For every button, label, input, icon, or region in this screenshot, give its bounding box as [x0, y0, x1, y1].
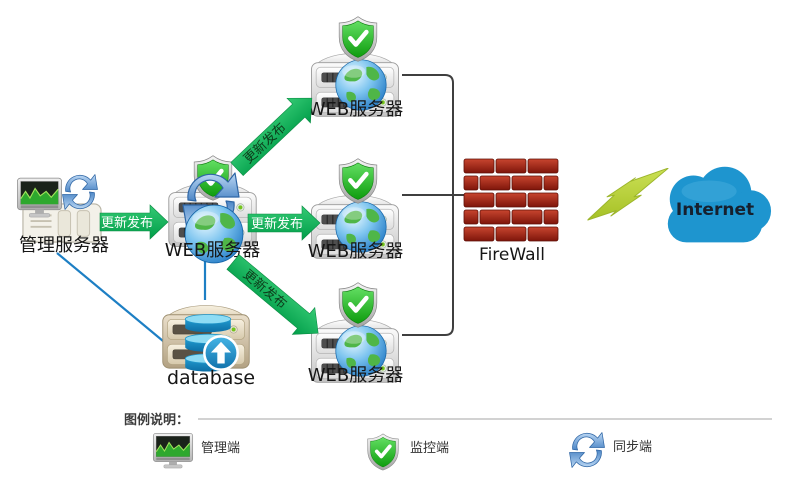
legend-monitor-icon — [152, 431, 194, 471]
database-label: database — [166, 367, 256, 389]
web-server-top-node: WEB服务器 — [308, 16, 403, 124]
legend-item-label: 监控端 — [410, 441, 450, 456]
web-server-middle-node: WEB服务器 — [308, 158, 403, 266]
management-server-label: 管理服务器 — [19, 235, 109, 256]
management-database-line — [56, 252, 164, 342]
web-server-label: WEB服务器 — [307, 365, 404, 386]
shield-check-icon — [336, 158, 380, 204]
monitor-icon — [16, 176, 63, 220]
legend-shield-icon — [366, 431, 400, 473]
internet-cloud-node: Internet — [656, 164, 774, 252]
brick-wall-icon — [463, 158, 559, 244]
firewall-label: FireWall — [479, 245, 545, 265]
web-server-central-node: WEB服务器 — [165, 155, 260, 267]
shield-check-icon — [336, 282, 380, 328]
web-server-label: WEB服务器 — [164, 240, 261, 261]
sync-icon — [58, 172, 102, 212]
firewall-node: FireWall — [462, 156, 562, 268]
legend-item-label: 管理端 — [201, 441, 241, 456]
internet-label: Internet — [675, 200, 755, 220]
web-server-bottom-node: WEB服务器 — [308, 282, 403, 390]
legend-title: 图例说明： — [124, 413, 190, 428]
management-server-node: 管理服务器 — [12, 170, 116, 262]
web-server-label: WEB服务器 — [307, 241, 404, 262]
web-server-label: WEB服务器 — [307, 99, 404, 120]
shield-check-icon — [336, 16, 380, 62]
database-node: database — [158, 292, 264, 396]
legend-item-label: 同步端 — [613, 440, 653, 455]
legend-sync-icon — [567, 430, 607, 470]
legend-divider — [198, 418, 772, 420]
